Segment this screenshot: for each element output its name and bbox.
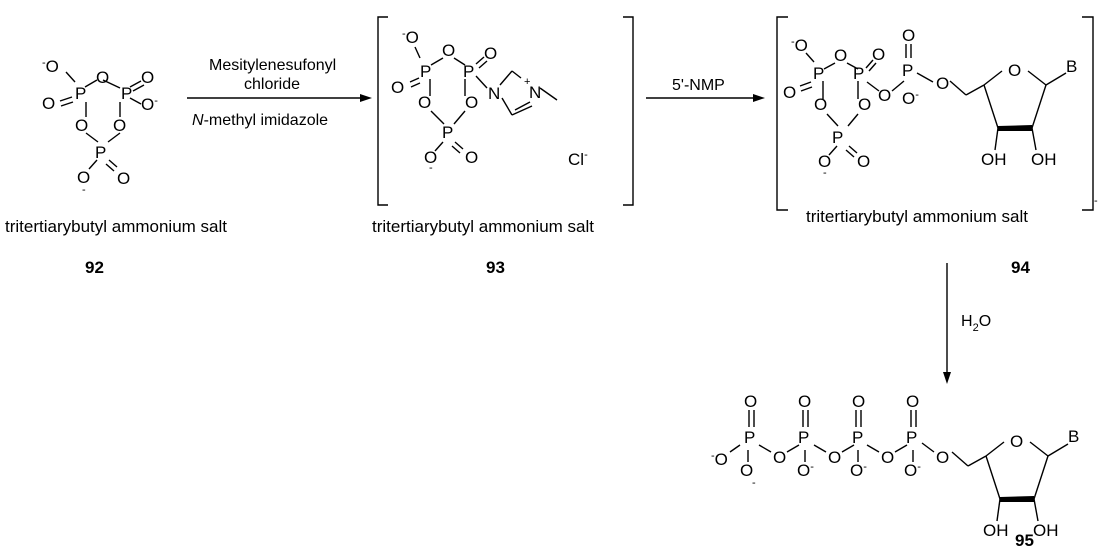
atom-o: O bbox=[117, 169, 130, 188]
atom-n: N bbox=[488, 84, 500, 103]
atom-p: P bbox=[902, 61, 913, 80]
atom-oh: OH bbox=[1033, 521, 1059, 540]
reagent-step1-line2: chloride bbox=[244, 76, 300, 93]
atom-o-minus: O- bbox=[141, 95, 158, 114]
charge-minus: - bbox=[82, 184, 86, 196]
atom-p: P bbox=[798, 428, 809, 447]
reaction-arrow-2 bbox=[646, 94, 765, 102]
atom-o: O bbox=[881, 448, 894, 467]
atom-o: O bbox=[77, 168, 90, 187]
atom-n: N bbox=[529, 83, 541, 102]
atom-p: P bbox=[813, 64, 824, 83]
compound-number-95: 95 bbox=[1015, 531, 1034, 550]
charge-minus: - bbox=[429, 162, 433, 174]
atom-o: O bbox=[936, 448, 949, 467]
atom-o: O bbox=[465, 148, 478, 167]
atom-o: O bbox=[42, 94, 55, 113]
atom-p: P bbox=[832, 128, 843, 147]
atom-o: O bbox=[834, 46, 847, 65]
atom-p: P bbox=[121, 84, 132, 103]
atom-p: P bbox=[906, 428, 917, 447]
atom-o: O bbox=[773, 448, 786, 467]
caption-93: tritertiarybutyl ammonium salt bbox=[372, 217, 594, 236]
atom-o: O bbox=[936, 74, 949, 93]
atom-o: O bbox=[418, 93, 431, 112]
reagent-step3-water: H2O bbox=[961, 313, 991, 334]
reaction-arrow-1 bbox=[187, 94, 372, 102]
atom-o: O bbox=[906, 392, 919, 411]
atom-o: O bbox=[484, 44, 497, 63]
atom-o: O bbox=[857, 152, 870, 171]
reaction-arrow-3 bbox=[943, 263, 951, 384]
atom-o: O bbox=[814, 95, 827, 114]
atom-p: P bbox=[853, 64, 864, 83]
compound-number-92: 92 bbox=[85, 258, 104, 277]
atom-o: O bbox=[141, 68, 154, 87]
atom-p: P bbox=[744, 428, 755, 447]
atom-o-minus: O- bbox=[850, 461, 867, 480]
atom-o-minus: -O bbox=[402, 28, 419, 47]
atom-o: O bbox=[391, 78, 404, 97]
atom-oh: OH bbox=[981, 150, 1007, 169]
brackets-94 bbox=[776, 16, 1094, 211]
reagent-step1-base: N-methyl imidazole bbox=[192, 112, 328, 129]
compound-number-94: 94 bbox=[1011, 258, 1030, 277]
atom-o: O bbox=[740, 461, 753, 480]
atom-o: O bbox=[852, 392, 865, 411]
compound-number-93: 93 bbox=[486, 258, 505, 277]
reagent-step2: 5'-NMP bbox=[672, 77, 725, 94]
atom-o-minus: O- bbox=[904, 461, 921, 480]
compound-94: -O O P P O O O O O P O O - O P O- O O B … bbox=[783, 26, 1077, 179]
atom-o-minus: O- bbox=[797, 461, 814, 480]
atom-o-minus: -O bbox=[711, 450, 728, 469]
atom-o-ring: O bbox=[1008, 61, 1021, 80]
compound-95: O P -O O - O O P O- O O P O- O O P O- O … bbox=[711, 392, 1079, 540]
atom-o: O bbox=[798, 392, 811, 411]
brackets-93 bbox=[377, 16, 634, 206]
atom-o: O bbox=[442, 41, 455, 60]
atom-o: O bbox=[878, 86, 891, 105]
atom-o: O bbox=[744, 392, 757, 411]
charge-minus: - bbox=[1094, 195, 1098, 207]
caption-92: tritertiarybutyl ammonium salt bbox=[5, 217, 227, 236]
atom-base-b: B bbox=[1068, 427, 1079, 446]
atom-oh: OH bbox=[1031, 150, 1057, 169]
atom-p: P bbox=[75, 84, 86, 103]
reagent-step1-line1: Mesitylenesufonyl bbox=[209, 57, 336, 74]
atom-o: O bbox=[75, 116, 88, 135]
atom-o-minus: -O bbox=[791, 36, 808, 55]
atom-o: O bbox=[96, 68, 109, 87]
atom-o: O bbox=[858, 95, 871, 114]
charge-minus: - bbox=[752, 477, 756, 489]
compound-93: -O O P P O O O O P O O - N N + Cl- bbox=[391, 28, 588, 174]
atom-base-b: B bbox=[1066, 57, 1077, 76]
atom-p: P bbox=[463, 62, 474, 81]
atom-p: P bbox=[442, 123, 453, 142]
atom-o: O bbox=[818, 152, 831, 171]
atom-p: P bbox=[95, 143, 106, 162]
atom-o-minus: O- bbox=[902, 89, 919, 108]
charge-minus: - bbox=[823, 167, 827, 179]
chloride-ion: Cl- bbox=[568, 149, 588, 169]
atom-o: O bbox=[872, 45, 885, 64]
atom-o: O bbox=[828, 448, 841, 467]
atom-p: P bbox=[852, 428, 863, 447]
charge-plus: + bbox=[524, 76, 530, 88]
atom-o: O bbox=[424, 148, 437, 167]
atom-p: P bbox=[420, 62, 431, 81]
atom-o-ring: O bbox=[1010, 432, 1023, 451]
atom-o: O bbox=[113, 116, 126, 135]
compound-92: -O O P O P O O- O O P O O - bbox=[42, 57, 158, 196]
atom-o-minus: -O bbox=[42, 57, 59, 76]
atom-o: O bbox=[902, 26, 915, 45]
caption-94: tritertiarybutyl ammonium salt bbox=[806, 207, 1028, 226]
atom-oh: OH bbox=[983, 521, 1009, 540]
atom-o: O bbox=[783, 83, 796, 102]
atom-o: O bbox=[465, 93, 478, 112]
